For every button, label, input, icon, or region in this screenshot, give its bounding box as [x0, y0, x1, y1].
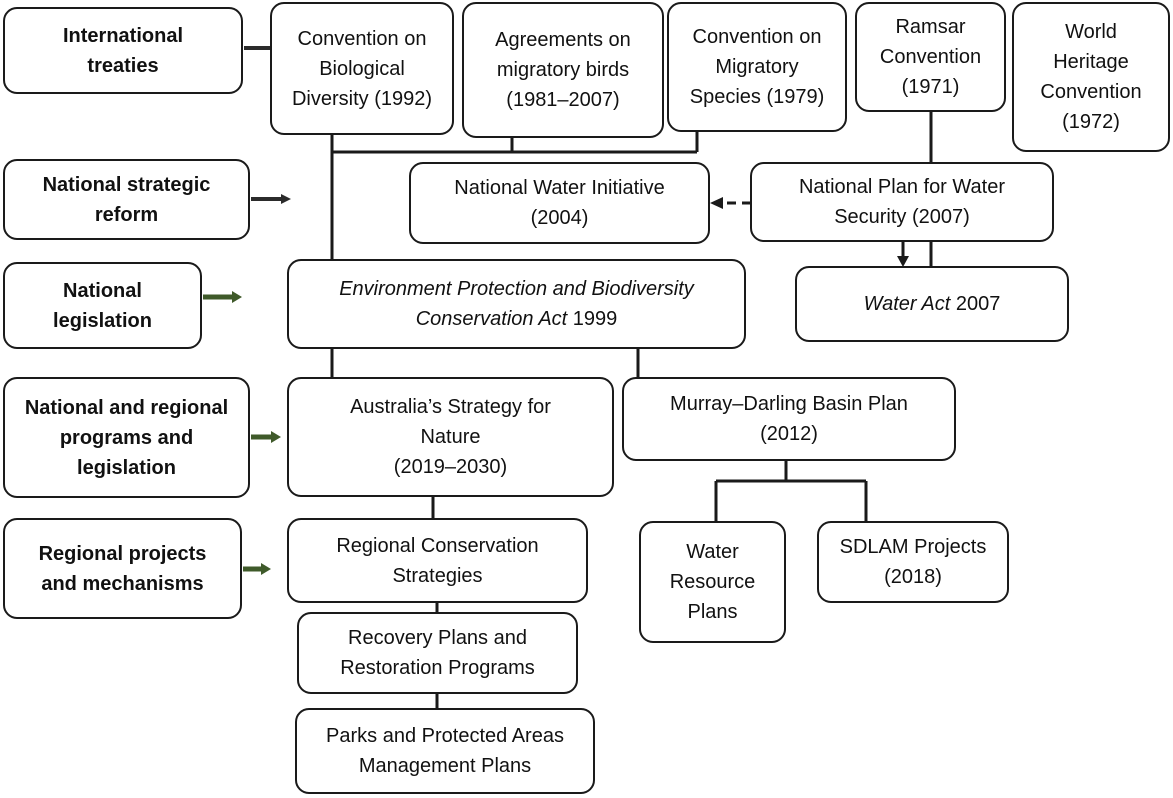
node-national-plan-water-security: National Plan for Water Security (2007) [750, 162, 1054, 242]
node-water-resource-plans: Water Resource Plans [639, 521, 786, 643]
level-international-treaties: International treaties [3, 7, 243, 94]
node-world-heritage-convention: World Heritage Convention (1972) [1012, 2, 1170, 152]
node-recovery-plans: Recovery Plans and Restoration Programs [297, 612, 578, 694]
node-murray-darling-basin-plan: Murray–Darling Basin Plan (2012) [622, 377, 956, 461]
level-regional-projects: Regional projects and mechanisms [3, 518, 242, 619]
node-epbc-act: Environment Protection and Biodiversity … [287, 259, 746, 349]
node-national-water-initiative: National Water Initiative (2004) [409, 162, 710, 244]
node-convention-biological-diversity: Convention on Biological Diversity (1992… [270, 2, 454, 135]
node-convention-migratory-species: Convention on Migratory Species (1979) [667, 2, 847, 132]
node-australias-strategy-for-nature: Australia’s Strategy for Nature (2019–20… [287, 377, 614, 497]
node-ramsar-convention: Ramsar Convention (1971) [855, 2, 1006, 112]
node-agreements-migratory-birds: Agreements on migratory birds (1981–2007… [462, 2, 664, 138]
level-national-regional-programs: National and regional programs and legis… [3, 377, 250, 498]
node-regional-conservation-strategies: Regional Conservation Strategies [287, 518, 588, 603]
node-water-act-2007: Water Act 2007 [795, 266, 1069, 342]
node-parks-management-plans: Parks and Protected Areas Management Pla… [295, 708, 595, 794]
node-sdlam-projects: SDLAM Projects (2018) [817, 521, 1009, 603]
level-national-legislation: National legislation [3, 262, 202, 349]
level-national-strategic-reform: National strategic reform [3, 159, 250, 240]
